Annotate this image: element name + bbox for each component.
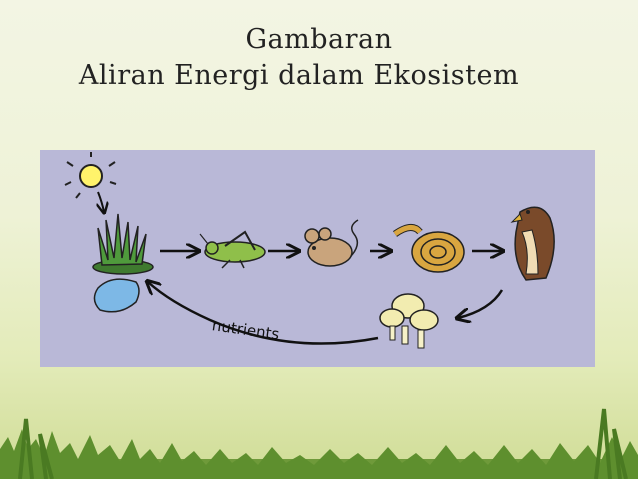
diagram-canvas: nutrients	[64, 152, 555, 349]
grass-icon	[92, 213, 154, 275]
energy-flow-diagram: nutrients	[40, 150, 595, 367]
hawk-icon	[510, 206, 555, 281]
hawk-to-mushrooms-arrow	[458, 289, 504, 318]
title-line-2: Aliran Energi dalam Ekosistem	[78, 60, 520, 91]
sun-to-grass-arrow	[98, 191, 104, 212]
title-line-1: Gambaran	[245, 24, 393, 55]
nutrients-arrow	[148, 282, 379, 345]
grasshopper-icon	[199, 230, 266, 269]
grass-footer-decoration	[0, 408, 638, 479]
nutrients-label: nutrients	[211, 316, 281, 343]
slide-title: Gambaran Aliran Energi dalam Ekosistem	[0, 22, 638, 94]
snake-icon	[392, 224, 465, 273]
sun-icon	[64, 152, 117, 199]
mushroom-icon	[379, 293, 439, 349]
mouse-icon	[304, 219, 359, 267]
water-drop-icon	[93, 278, 140, 313]
